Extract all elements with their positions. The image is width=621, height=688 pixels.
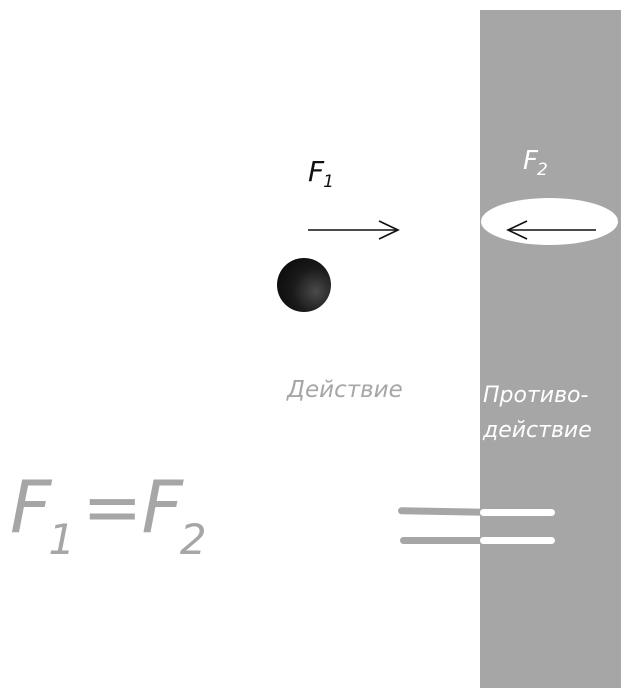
force-1-label: F1 [308, 155, 334, 192]
arrow-right-icon [308, 220, 400, 240]
force-2-label: F2 [523, 146, 548, 180]
counteraction-label: Противо- действие [483, 383, 592, 443]
equals-bar-bottom-left [400, 537, 488, 544]
equals-bar-top-left [397, 507, 489, 516]
force-2-highlight [481, 198, 618, 245]
equation-right-index: 2 [179, 515, 207, 564]
force-1-letter: F [308, 155, 324, 188]
force-1-index: 1 [323, 172, 334, 192]
equals-bar-top-right [480, 509, 555, 516]
action-label: Действие [287, 377, 403, 403]
force-2-index: 2 [536, 160, 548, 180]
equals-bar-bottom-right [480, 537, 555, 544]
arrow-left-icon [506, 220, 596, 240]
equation-left-letter: F [10, 465, 51, 549]
equation-sign: = [82, 465, 142, 549]
equation-right-letter: F [141, 465, 182, 549]
force-equation: F1=F2 [10, 465, 207, 564]
force-2-letter: F [523, 146, 538, 176]
equation-left-index: 1 [48, 515, 75, 564]
wall [480, 10, 621, 688]
black-ball-icon [277, 258, 331, 312]
